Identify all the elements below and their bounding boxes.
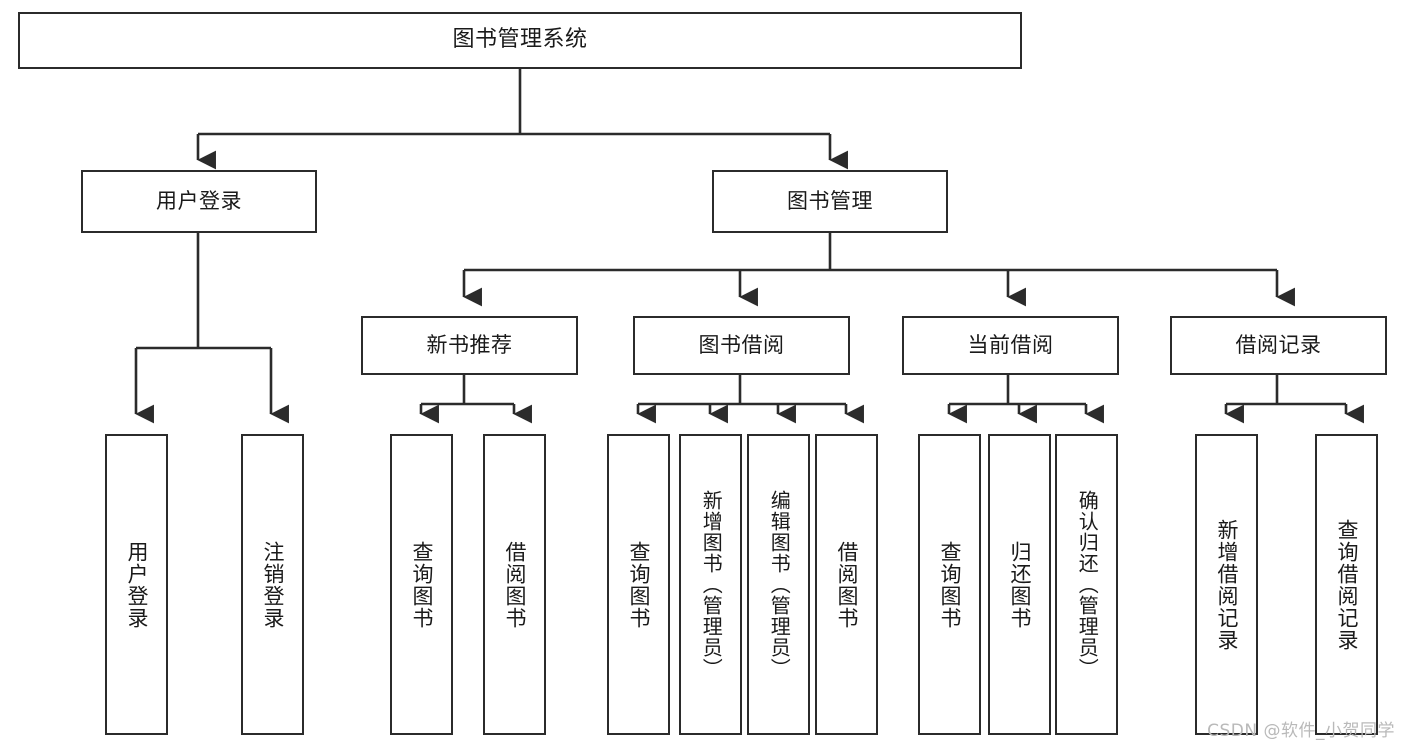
node-leaf-newbook-borrow-book[interactable]: 借阅图书 <box>483 434 546 735</box>
leaf-label: 查询图书 <box>409 540 434 629</box>
node-leaf-currentborrow-confirm-return[interactable]: 确认归还（管理员） <box>1055 434 1118 735</box>
leaf-label: 新增图书（管理员） <box>699 490 724 679</box>
leaf-label: 新增借阅记录 <box>1214 518 1239 651</box>
node-leaf-bookborrow-add-book[interactable]: 新增图书（管理员） <box>679 434 742 735</box>
node-leaf-bookborrow-query-book[interactable]: 查询图书 <box>607 434 670 735</box>
node-leaf-currentborrow-return-book[interactable]: 归还图书 <box>988 434 1051 735</box>
node-current-borrow[interactable]: 当前借阅 <box>902 316 1119 375</box>
node-user-login[interactable]: 用户登录 <box>81 170 317 233</box>
node-leaf-user-login-login[interactable]: 用户登录 <box>105 434 168 735</box>
leaf-label: 编辑图书（管理员） <box>767 490 792 679</box>
node-borrow-records[interactable]: 借阅记录 <box>1170 316 1387 375</box>
leaf-label: 归还图书 <box>1007 540 1032 629</box>
node-leaf-currentborrow-query-book[interactable]: 查询图书 <box>918 434 981 735</box>
leaf-label: 确认归还（管理员） <box>1075 490 1100 679</box>
leaf-label: 用户登录 <box>124 540 149 629</box>
leaf-label: 查询图书 <box>626 540 651 629</box>
node-book-management[interactable]: 图书管理 <box>712 170 948 233</box>
leaf-label: 借阅图书 <box>834 540 859 629</box>
node-new-book-recommend[interactable]: 新书推荐 <box>361 316 578 375</box>
leaf-label: 借阅图书 <box>502 540 527 629</box>
node-leaf-newbook-query-book[interactable]: 查询图书 <box>390 434 453 735</box>
node-root-system[interactable]: 图书管理系统 <box>18 12 1022 69</box>
node-leaf-bookborrow-borrow-book[interactable]: 借阅图书 <box>815 434 878 735</box>
node-leaf-user-login-logout[interactable]: 注销登录 <box>241 434 304 735</box>
node-book-borrow[interactable]: 图书借阅 <box>633 316 850 375</box>
node-leaf-bookborrow-edit-book[interactable]: 编辑图书（管理员） <box>747 434 810 735</box>
leaf-label: 查询图书 <box>937 540 962 629</box>
node-leaf-records-add-record[interactable]: 新增借阅记录 <box>1195 434 1258 735</box>
node-leaf-records-query-record[interactable]: 查询借阅记录 <box>1315 434 1378 735</box>
leaf-label: 注销登录 <box>260 540 285 629</box>
leaf-label: 查询借阅记录 <box>1334 518 1359 651</box>
watermark-text: CSDN @软件_小贺同学 <box>1207 721 1395 741</box>
